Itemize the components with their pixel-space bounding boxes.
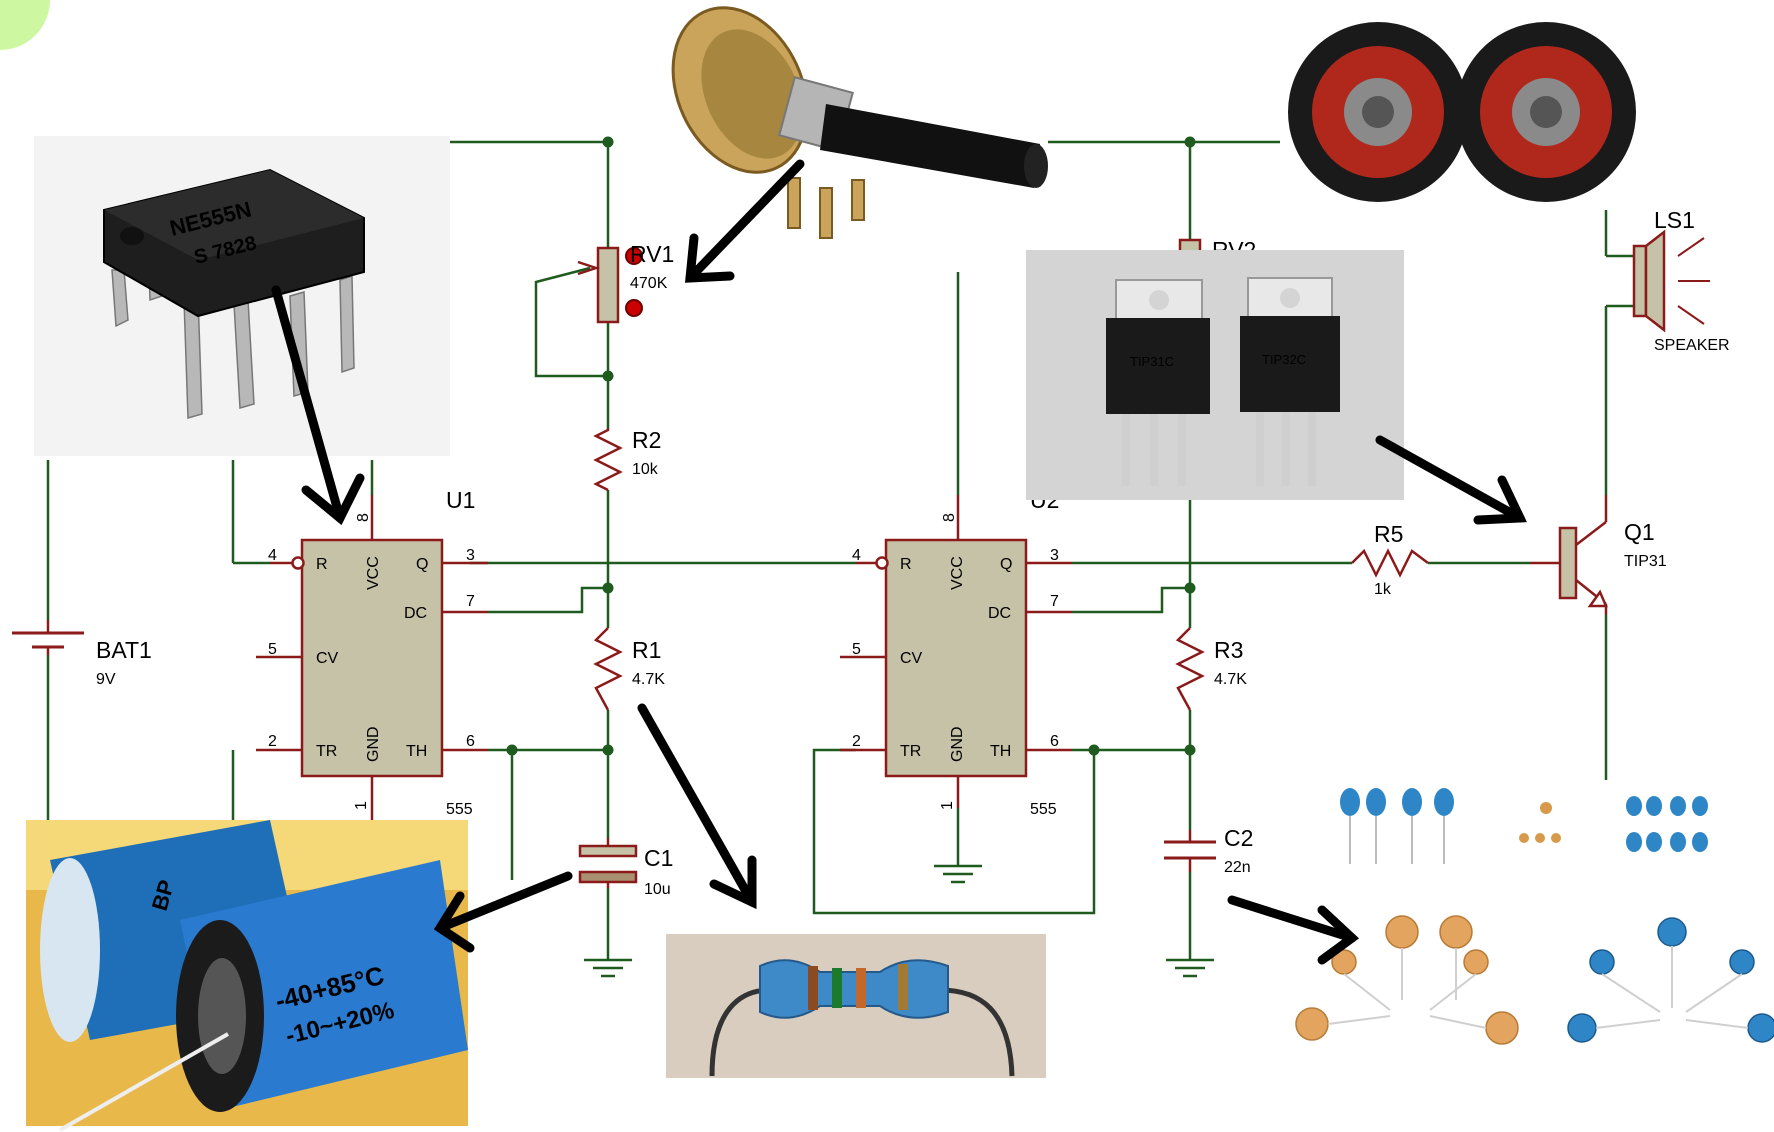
u2-tr-label: TR xyxy=(900,743,921,760)
c1-value-label: 10u xyxy=(644,881,671,898)
u1-q-label: Q xyxy=(416,556,428,573)
transistors-photo: TIP31C TIP32C xyxy=(1026,250,1404,500)
transistor-photo-marking-1: TIP31C xyxy=(1130,354,1174,369)
arrow-transistor-to-q1 xyxy=(1375,435,1525,523)
u1-gnd-label: GND xyxy=(365,726,382,762)
rv1-potentiometer: RV1 470K xyxy=(577,241,674,324)
u2-th-label: TH xyxy=(990,743,1011,760)
u2-vcc-label: VCC xyxy=(949,556,966,590)
u1-th-label: TH xyxy=(406,743,427,760)
rv1-value-label: 470K xyxy=(630,275,668,292)
u1-pin2-number: 2 xyxy=(268,733,277,750)
r1-resistor: R1 4.7K xyxy=(593,627,665,711)
u1-pin8-number: 8 xyxy=(355,513,372,522)
c1-capacitor: C1 10u xyxy=(578,838,673,898)
bat1-ref-label: BAT1 xyxy=(96,637,152,663)
r1-ref-label: R1 xyxy=(632,637,661,663)
q1-value-label: TIP31 xyxy=(1624,553,1667,570)
electrolytic-capacitor-photo: -40+85°C -10~+20% BP xyxy=(26,820,468,1132)
corner-decoration xyxy=(0,0,50,50)
r5-value-label: 1k xyxy=(1374,581,1392,598)
u2-pin6-number: 6 xyxy=(1050,733,1059,750)
c2-capacitor: C2 22n xyxy=(1164,825,1253,876)
u2-pin7-number: 7 xyxy=(1050,593,1059,610)
u1-pin5-number: 5 xyxy=(268,641,277,658)
u2-timer-ic: 4 8 3 7 5 2 6 1 R VCC Q DC CV TR GND TH … xyxy=(840,487,1072,818)
u1-ref-label: U1 xyxy=(446,487,475,513)
resistor-photo xyxy=(666,934,1046,1078)
r2-value-label: 10k xyxy=(632,461,659,478)
u1-cv-label: CV xyxy=(316,650,339,667)
u2-pin5-number: 5 xyxy=(852,641,861,658)
pointer-arrows xyxy=(271,159,1527,965)
q1-transistor: Q1 TIP31 xyxy=(1530,495,1667,615)
rv1-ref-label: RV1 xyxy=(630,241,674,267)
u1-dc-label: DC xyxy=(404,605,427,622)
u2-r-label: R xyxy=(900,556,912,573)
ic-photo: NE555N S 7828 xyxy=(34,136,450,456)
u1-type-label: 555 xyxy=(446,801,473,818)
wires xyxy=(46,140,1634,960)
r5-resistor: R5 1k xyxy=(1351,521,1429,598)
u2-pin4-number: 4 xyxy=(852,547,861,564)
c1-ref-label: C1 xyxy=(644,845,673,871)
r3-ref-label: R3 xyxy=(1214,637,1243,663)
u2-q-label: Q xyxy=(1000,556,1012,573)
u1-r-label: R xyxy=(316,556,328,573)
ls1-ref-label: LS1 xyxy=(1654,207,1695,233)
r2-ref-label: R2 xyxy=(632,427,661,453)
c2-ref-label: C2 xyxy=(1224,825,1253,851)
u1-pin6-number: 6 xyxy=(466,733,475,750)
arrow-c2-to-ceramic xyxy=(1227,895,1357,943)
u1-timer-ic: 4 8 3 7 5 2 6 1 R VCC Q DC CV TR GND TH … xyxy=(256,487,488,820)
r3-resistor: R3 4.7K xyxy=(1175,627,1247,711)
r5-ref-label: R5 xyxy=(1374,521,1403,547)
q1-ref-label: Q1 xyxy=(1624,519,1655,545)
u2-pin3-number: 3 xyxy=(1050,547,1059,564)
junction-dots xyxy=(506,136,1196,756)
arrow-c1-to-electrolytic xyxy=(435,871,573,933)
u2-pin8-number: 8 xyxy=(941,513,958,522)
r3-value-label: 4.7K xyxy=(1214,671,1247,688)
bat1-battery: BAT1 9V xyxy=(12,620,152,688)
u1-vcc-label: VCC xyxy=(365,556,382,590)
u1-tr-label: TR xyxy=(316,743,337,760)
c2-value-label: 22n xyxy=(1224,859,1251,876)
ls1-speaker: LS1 SPEAKER xyxy=(1632,207,1730,354)
ceramic-capacitors-photo xyxy=(1295,788,1774,1045)
u2-pin1-number: 1 xyxy=(939,801,956,810)
r2-resistor: R2 10k xyxy=(593,427,661,492)
speaker-photo xyxy=(1288,22,1636,202)
arrow-r1-to-resistor-photo xyxy=(637,703,757,907)
ls1-value-label: SPEAKER xyxy=(1654,337,1730,354)
u2-pin2-number: 2 xyxy=(852,733,861,750)
u1-pin1-number: 1 xyxy=(353,801,370,810)
arrow-ic-to-u1 xyxy=(271,285,345,523)
transistor-photo-marking-2: TIP32C xyxy=(1262,352,1306,367)
u2-dc-label: DC xyxy=(988,605,1011,622)
ground-symbols xyxy=(584,864,1214,978)
u2-cv-label: CV xyxy=(900,650,923,667)
arrow-pot-to-rv1 xyxy=(685,159,805,283)
u1-pin4-number: 4 xyxy=(268,547,277,564)
u1-pin3-number: 3 xyxy=(466,547,475,564)
u2-type-label: 555 xyxy=(1030,801,1057,818)
bat1-value-label: 9V xyxy=(96,671,116,688)
potentiometer-photo xyxy=(671,6,1048,239)
u1-pin7-number: 7 xyxy=(466,593,475,610)
u2-gnd-label: GND xyxy=(949,726,966,762)
r1-value-label: 4.7K xyxy=(632,671,665,688)
